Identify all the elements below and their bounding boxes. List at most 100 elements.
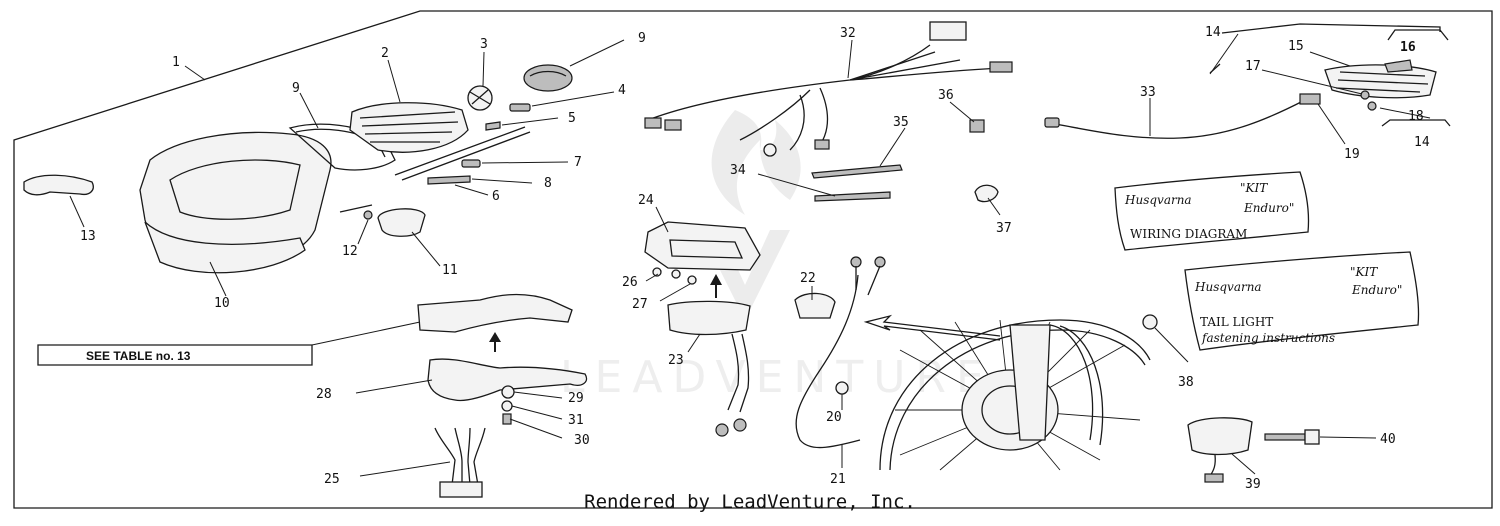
callout-17: 17 (1245, 59, 1261, 74)
callout-36: 36 (938, 88, 954, 103)
callout-4: 4 (618, 83, 626, 98)
bulb-socket (509, 103, 531, 112)
callout-9-gasket: 9 (292, 81, 300, 96)
wiring-note-kit-name: Enduro" (1243, 201, 1294, 215)
callout-1: 1 (172, 55, 180, 70)
callout-12: 12 (342, 244, 358, 259)
washers-29-31-30 (501, 385, 515, 425)
diagram-frame (13, 10, 1493, 509)
callout-22: 22 (800, 271, 816, 286)
taillight-note-title-1: TAIL LIGHT (1200, 315, 1273, 329)
bolt-40 (1264, 429, 1320, 445)
headlight-bulb (467, 85, 493, 111)
arrow-up-23 (710, 274, 722, 298)
callout-20: 20 (826, 410, 842, 425)
callout-16: 16 (1400, 40, 1416, 55)
speedo-bracket-28 (427, 358, 588, 402)
callout-28: 28 (316, 387, 332, 402)
callout-31: 31 (568, 413, 584, 428)
wiring-diagram-note: Husqvarna "KIT Enduro" WIRING DIAGRAM (1114, 171, 1310, 251)
wiring-harness-32 (644, 21, 1013, 157)
callout-5: 5 (568, 111, 576, 126)
callout-23: 23 (668, 353, 684, 368)
callout-29: 29 (568, 391, 584, 406)
taillight-note-title-2: fastening instructions (1201, 331, 1335, 345)
taillight-note: Husqvarna "KIT Enduro" TAIL LIGHT fasten… (1184, 251, 1420, 351)
see-table-label: SEE TABLE no. 13 (86, 349, 191, 363)
tail-light-assembly (1209, 23, 1451, 127)
speedometer-mount-24 (644, 221, 761, 271)
see-table-box (37, 344, 313, 366)
small-nuts-26-27 (652, 267, 697, 285)
callout-2: 2 (381, 46, 389, 61)
mount-lines (394, 126, 531, 181)
callout-37: 37 (996, 221, 1012, 236)
wiring-note-brand: Husqvarna (1124, 193, 1192, 207)
callout-35: 35 (893, 115, 909, 130)
hook-clip-13 (23, 174, 94, 196)
see-table-leader (311, 321, 421, 346)
callout-11: 11 (442, 263, 458, 278)
clip-36 (969, 119, 985, 133)
callout-10: 10 (214, 296, 230, 311)
speedometer-cable-21 (795, 256, 886, 449)
parking-bulb (523, 64, 573, 92)
callout-8: 8 (544, 176, 552, 191)
callout-7: 7 (574, 155, 582, 170)
tail-light-cable-33 (1044, 93, 1321, 139)
callout-9-bulb: 9 (638, 31, 646, 46)
grommet-20 (835, 381, 849, 395)
callout-15: 15 (1288, 39, 1304, 54)
leader-lines-left (69, 39, 625, 297)
callout-25: 25 (324, 472, 340, 487)
callout-14-top: 14 (1205, 25, 1221, 40)
callout-18: 18 (1408, 109, 1424, 124)
speedometer-23 (667, 300, 751, 437)
clip-38 (1142, 314, 1158, 330)
leader-lines-right (355, 33, 1431, 477)
arrow-up-28 (489, 332, 501, 352)
headlight-clamp (377, 208, 426, 237)
connector-harness-25 (434, 427, 486, 498)
callout-6: 6 (492, 189, 500, 204)
taillight-note-brand: Husqvarna (1194, 280, 1262, 294)
clip-37 (974, 184, 999, 203)
callout-32: 32 (840, 26, 856, 41)
footer-credit: Rendered by LeadVenture, Inc. (584, 491, 916, 513)
rear-unit-39 (1187, 417, 1253, 483)
taillight-note-kit: "KIT (1350, 265, 1378, 279)
callout-34: 34 (730, 163, 746, 178)
callout-40: 40 (1380, 432, 1396, 447)
callout-27: 27 (632, 297, 648, 312)
cable-tie-35 (811, 164, 903, 179)
front-wheel (879, 319, 1151, 471)
taillight-note-kit-name: Enduro" (1351, 283, 1402, 297)
callout-24: 24 (638, 193, 654, 208)
big-arrow-wheel (863, 314, 1001, 341)
cable-guide-22 (794, 292, 836, 319)
callout-14-bottom: 14 (1414, 135, 1430, 150)
leadventure-watermark: LEADVENTURE (560, 110, 994, 403)
cable-tie-34 (814, 191, 891, 202)
bracket-8 (427, 175, 471, 185)
callout-labels: 1 2 3 4 5 6 7 8 9 9 10 11 12 13 14 14 15… (80, 25, 1430, 492)
callout-33: 33 (1140, 85, 1156, 100)
callout-26: 26 (622, 275, 638, 290)
callout-30: 30 (574, 433, 590, 448)
headlight-mask (139, 131, 332, 274)
headlight-unit (349, 102, 469, 153)
callout-39: 39 (1245, 477, 1261, 492)
wiring-note-kit: "KIT (1240, 181, 1268, 195)
clip-12 (339, 204, 373, 220)
screw-5 (485, 121, 501, 131)
instrument-bracket (417, 293, 573, 333)
callout-13: 13 (80, 229, 96, 244)
wiring-note-title: WIRING DIAGRAM (1130, 227, 1247, 241)
callout-3: 3 (480, 37, 488, 52)
callout-21: 21 (830, 472, 846, 487)
svg-text:LEADVENTURE: LEADVENTURE (560, 352, 994, 403)
callout-19: 19 (1344, 147, 1360, 162)
callout-38: 38 (1178, 375, 1194, 390)
screw-7 (461, 159, 481, 168)
